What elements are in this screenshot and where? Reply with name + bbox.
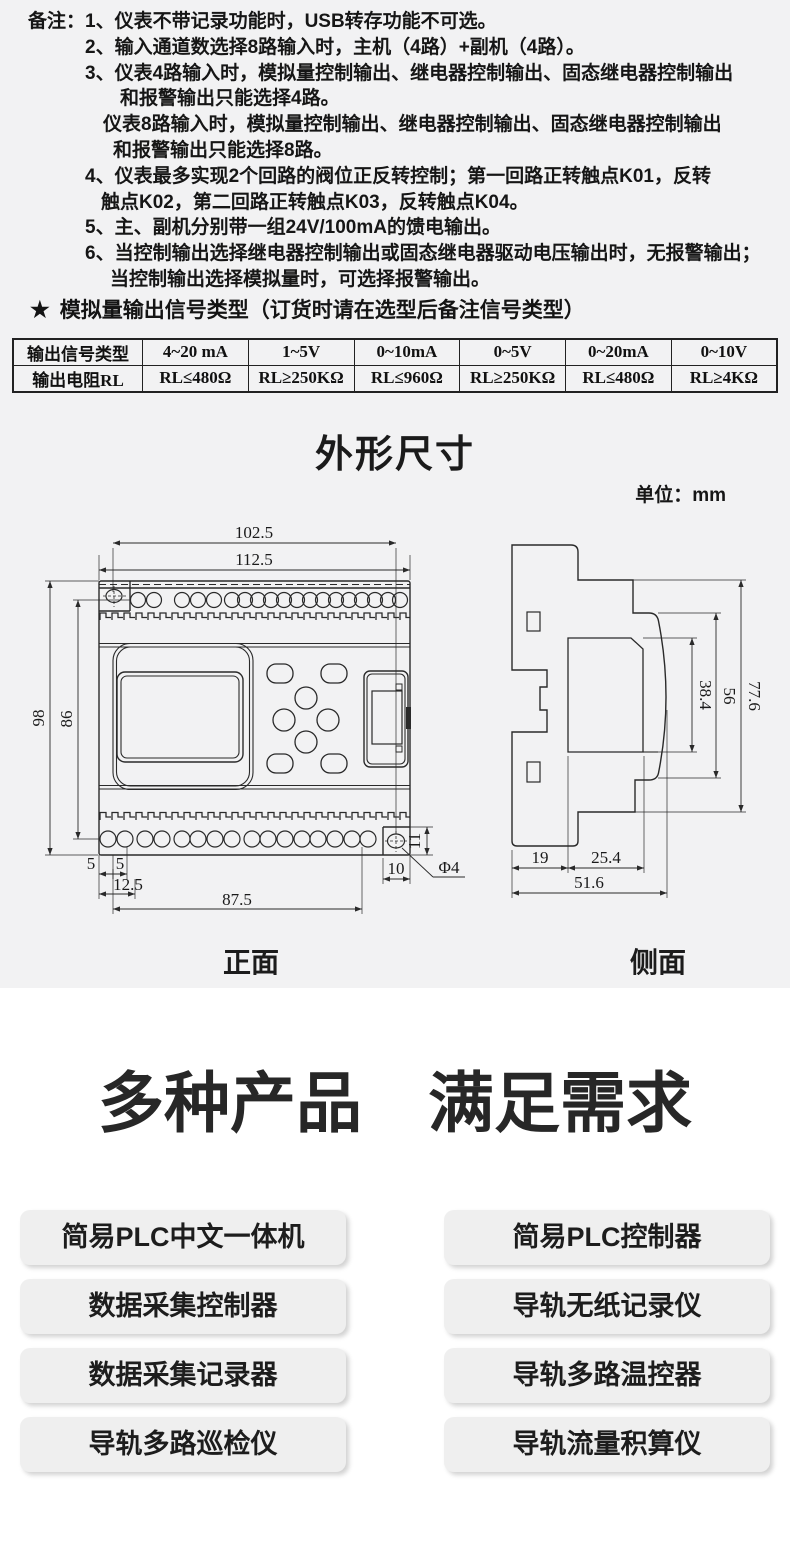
dim-label: 5 (116, 854, 125, 873)
remark-line: 5、主、副机分别带一组24V/100mA的馈电输出。 (85, 217, 501, 239)
spec-section: 备注： 1、仪表不带记录功能时，USB转存功能不可选。 2、输入通道数选择8路输… (0, 0, 790, 988)
dim-label: 56 (720, 687, 739, 704)
dim-label: 86 (57, 710, 76, 727)
table-cell: RL≥250KΩ (459, 364, 566, 393)
row-header: 输出信号类型 (12, 338, 143, 366)
remark-line: 3、仪表4路输入时，模拟量控制输出、继电器控制输出、固态继电器控制输出 (85, 62, 734, 84)
product-buttons-grid: 简易PLC中文一体机 简易PLC控制器 数据采集控制器 导轨无纸记录仪 数据采集… (0, 1210, 790, 1472)
remark-line: 当控制输出选择模拟量时，可选择报警输出。 (110, 268, 491, 290)
front-view-dim-labels: 102.5 112.5 98 86 5 5 12.5 87.5 10 11 Φ4… (29, 523, 460, 975)
unit-label: 单位：mm (635, 484, 726, 506)
dim-label: 11 (405, 833, 424, 849)
dim-label: 10 (388, 859, 405, 878)
side-view-dimensions (511, 579, 746, 898)
remark-line: 触点K02，第二回路正转触点K03，反转触点K04。 (101, 191, 529, 213)
product-button-rail-flow-totalizer[interactable]: 导轨流量积算仪 (444, 1417, 770, 1472)
dim-label: 112.5 (235, 550, 273, 569)
signal-type-table: 输出信号类型 4~20 mA 1~5V 0~10mA 0~5V 0~20mA 0… (12, 337, 778, 393)
dimensions-title: 外形尺寸 (314, 433, 475, 476)
remark-line: 2、输入通道数选择8路输入时，主机（4路）+副机（4路）。 (85, 36, 585, 58)
front-view-label: 正面 (223, 947, 279, 975)
table-cell: RL≤960Ω (353, 364, 461, 393)
dim-label: 19 (532, 848, 549, 867)
remarks-label: 备注： (28, 11, 86, 32)
side-view-label: 侧面 (630, 947, 686, 975)
front-view-drawing (98, 580, 411, 856)
table-cell: RL≥250KΩ (247, 364, 355, 393)
dim-label: 102.5 (235, 523, 273, 542)
dim-label: 87.5 (222, 890, 252, 909)
table-cell: 0~20mA (565, 338, 672, 366)
table-row: 输出电阻RL RL≤480Ω RL≥250KΩ RL≤960Ω RL≥250KΩ… (12, 364, 778, 393)
table-cell: RL≤480Ω (142, 364, 249, 393)
dim-label: 98 (29, 709, 48, 726)
dim-label: 51.6 (574, 873, 604, 892)
product-button-rail-multi-temp-controller[interactable]: 导轨多路温控器 (444, 1348, 770, 1403)
table-cell: 0~10mA (353, 338, 461, 366)
product-button-data-acq-controller[interactable]: 数据采集控制器 (20, 1279, 346, 1334)
signal-type-heading: ★ 模拟量输出信号类型（订货时请在选型后备注信号类型） (30, 294, 790, 324)
dimension-drawing: 102.5 112.5 98 86 5 5 12.5 87.5 10 11 Φ4… (29, 523, 765, 975)
products-section: 多种产品 满足需求 简易PLC中文一体机 简易PLC控制器 数据采集控制器 导轨… (0, 988, 790, 1472)
product-button-data-acq-recorder[interactable]: 数据采集记录器 (20, 1348, 346, 1403)
dim-label: 38.4 (696, 680, 715, 710)
row-header: 输出电阻RL (12, 364, 143, 393)
dim-label: Φ4 (439, 858, 460, 877)
table-cell: 4~20 mA (142, 338, 249, 366)
dim-label: 25.4 (591, 848, 621, 867)
product-button-rail-paperless-recorder[interactable]: 导轨无纸记录仪 (444, 1279, 770, 1334)
product-button-plc-controller[interactable]: 简易PLC控制器 (444, 1210, 770, 1265)
star-icon: ★ (30, 296, 50, 322)
remark-line: 仪表8路输入时，模拟量控制输出、继电器控制输出、固态继电器控制输出 (103, 114, 722, 136)
table-row: 输出信号类型 4~20 mA 1~5V 0~10mA 0~5V 0~20mA 0… (12, 338, 778, 366)
side-view-drawing (511, 544, 667, 847)
table-cell: RL≥4KΩ (670, 364, 778, 393)
remark-line: 6、当控制输出选择继电器控制输出或固态继电器驱动电压输出时，无报警输出； (85, 243, 761, 265)
remark-line: 和报警输出只能选择8路。 (113, 139, 333, 161)
table-cell: 1~5V (247, 338, 355, 366)
signal-type-heading-text: 模拟量输出信号类型（订货时请在选型后备注信号类型） (59, 298, 585, 322)
remark-line: 和报警输出只能选择4路。 (120, 88, 340, 110)
table-cell: 0~10V (670, 338, 778, 366)
product-button-rail-multi-scanner[interactable]: 导轨多路巡检仪 (20, 1417, 346, 1472)
remark-line: 4、仪表最多实现2个回路的阀位正反转控制；第一回路正转触点K01，反转 (85, 165, 711, 187)
side-view-dim-labels: 38.4 56 77.6 19 25.4 51.6 侧面 (532, 680, 765, 975)
product-button-plc-chinese-all-in-one[interactable]: 简易PLC中文一体机 (20, 1210, 346, 1265)
table-cell: RL≤480Ω (565, 364, 672, 393)
dim-label: 77.6 (745, 681, 764, 711)
dim-label: 5 (87, 854, 96, 873)
dim-label: 12.5 (113, 875, 143, 894)
products-title: 多种产品 满足需求 (98, 1066, 692, 1140)
front-view-dimensions (45, 540, 465, 914)
remark-line: 1、仪表不带记录功能时，USB转存功能不可选。 (85, 11, 497, 32)
remarks-block: 备注： 1、仪表不带记录功能时，USB转存功能不可选。 2、输入通道数选择8路输… (0, 9, 790, 293)
table-cell: 0~5V (459, 338, 566, 366)
